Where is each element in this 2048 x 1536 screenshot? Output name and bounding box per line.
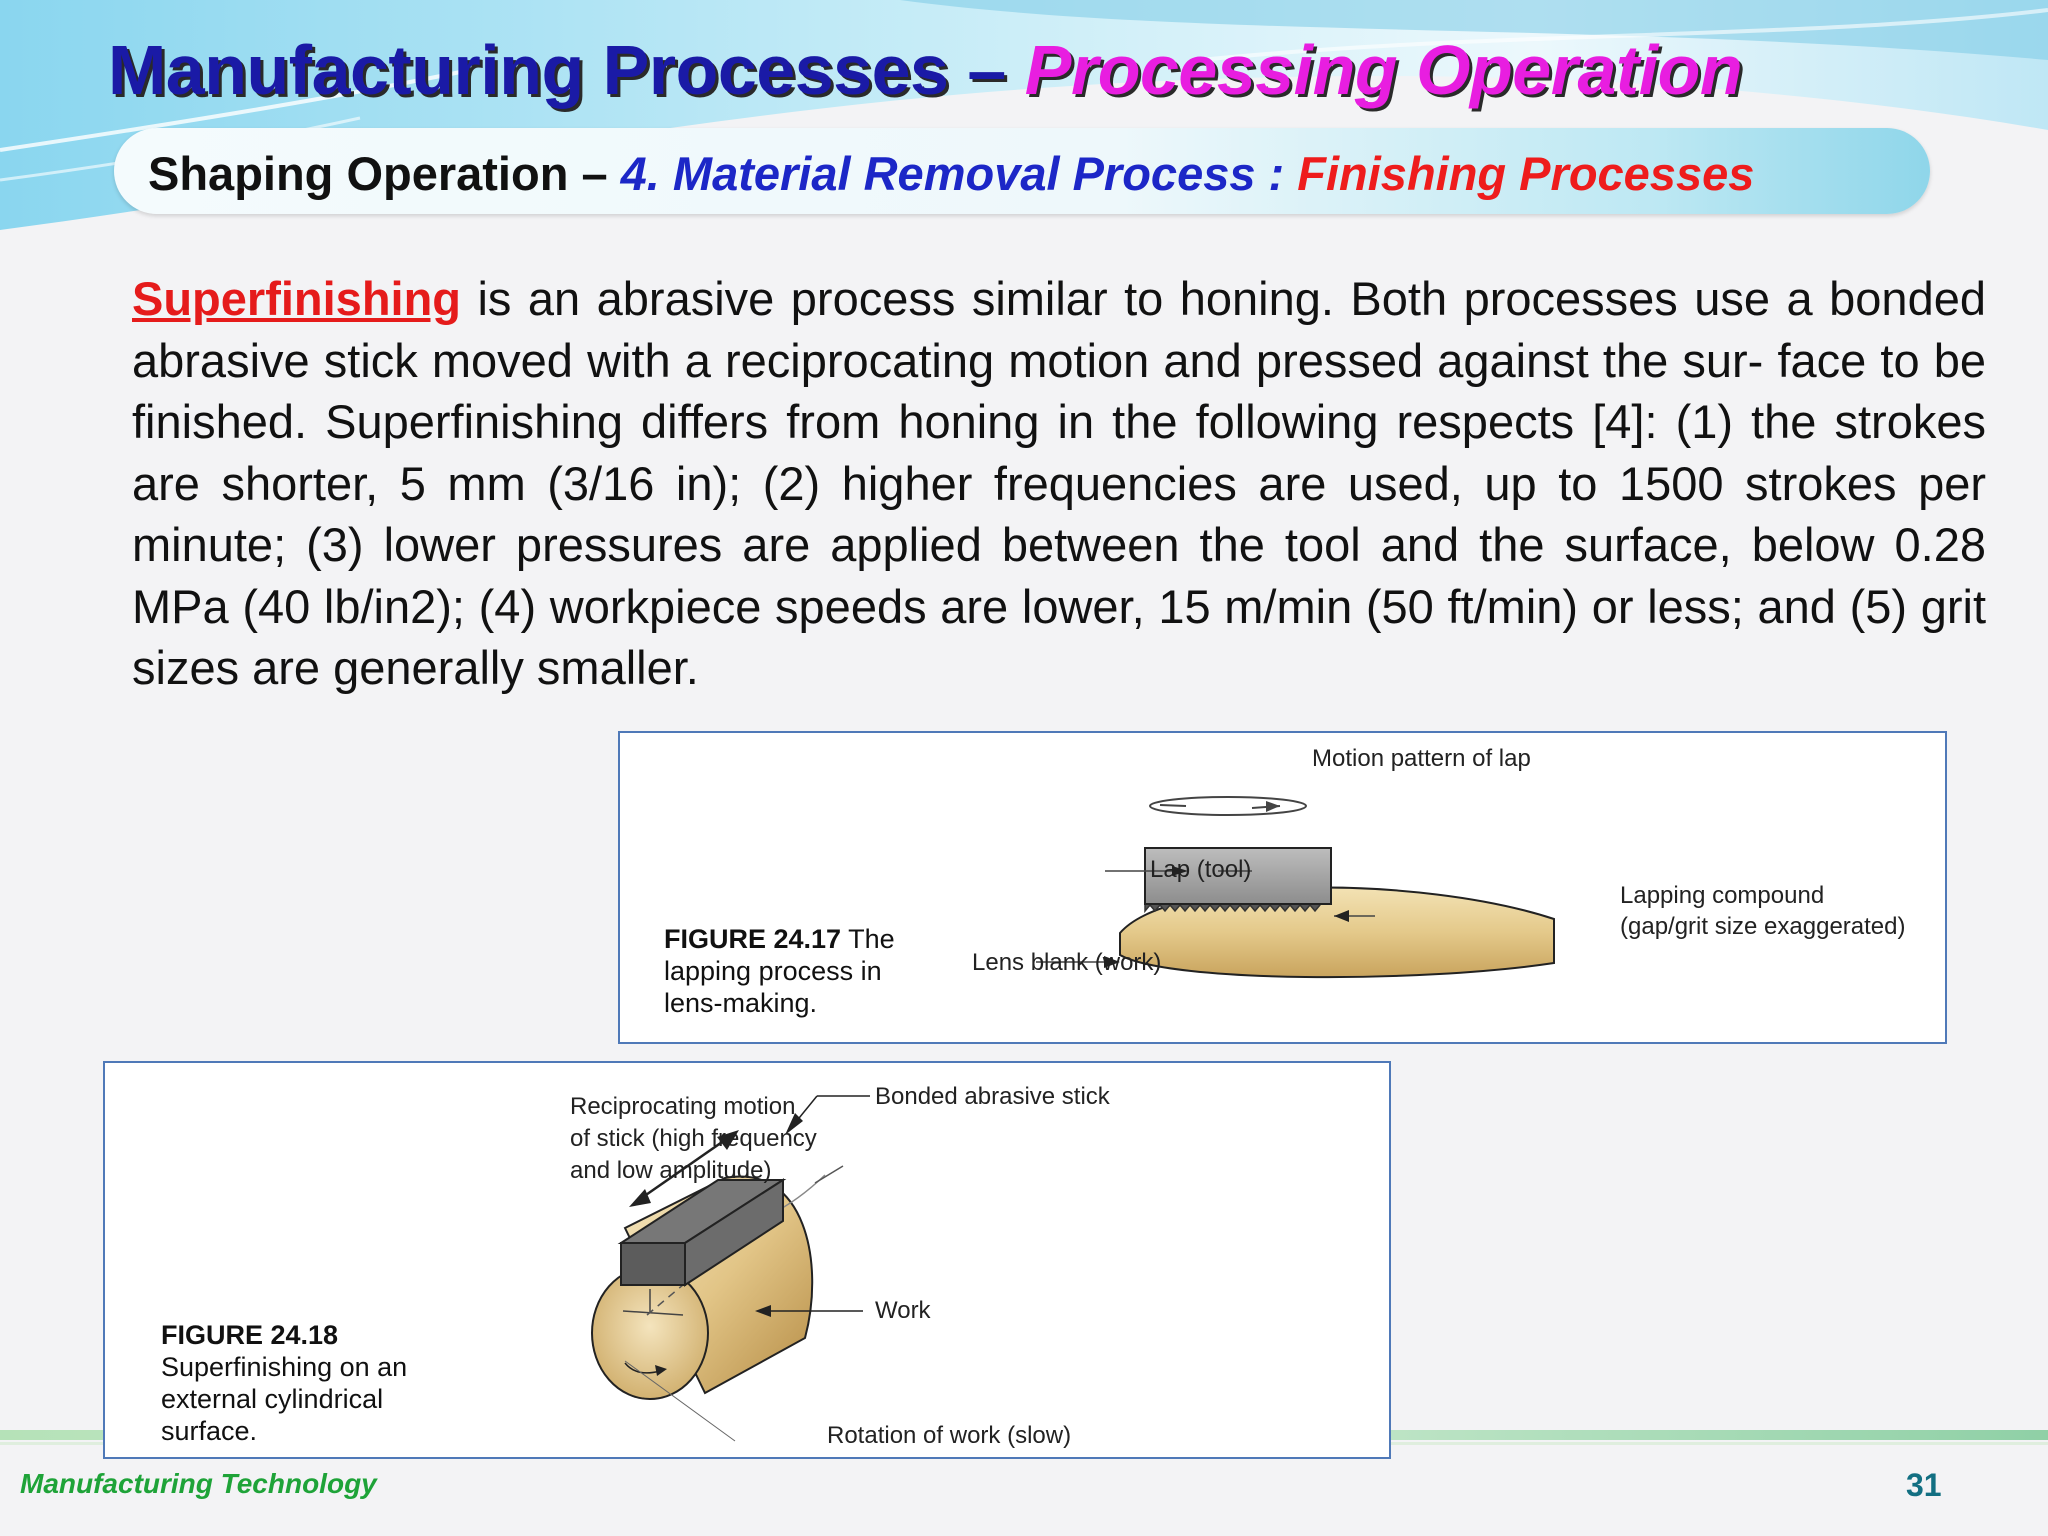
figure-lapping: Motion pattern of lap Lap (tool) Lapping… <box>618 731 1947 1044</box>
figure-1-caption: FIGURE 24.17 The lapping process in lens… <box>664 923 924 1019</box>
figure-superfinishing: Reciprocating motion of stick (high freq… <box>103 1061 1391 1459</box>
page-number: 31 <box>1906 1467 1942 1503</box>
label-lap-tool: Lap (tool) <box>1150 856 1252 883</box>
title-main: Manufacturing Processes – <box>108 31 1025 109</box>
label-lapping-compound: Lapping compound <box>1620 882 1825 909</box>
figure-1-number: FIGURE 24.17 <box>664 924 842 954</box>
subtitle-part-2: 4. Material Removal Process : <box>620 147 1298 200</box>
label-work: Work <box>875 1297 931 1324</box>
body-paragraph: Superfinishing is an abrasive process si… <box>132 268 1986 699</box>
label-rotation: Rotation of work (slow) <box>827 1422 1072 1449</box>
label-abrasive-stick: Bonded abrasive stick <box>875 1083 1110 1110</box>
label-lens-blank: Lens blank (work) <box>972 949 1162 976</box>
lap-tool <box>1144 847 1332 905</box>
keyword-superfinishing: Superfinishing <box>132 272 461 325</box>
slide-title: Manufacturing Processes – Processing Ope… <box>108 30 1743 110</box>
label-motion-pattern: Motion pattern of lap <box>1312 745 1531 772</box>
superfinishing-diagram <box>591 1095 870 1442</box>
label-gap-size: (gap/grit size exaggerated) <box>1620 913 1906 940</box>
body-text: is an abrasive process similar to honing… <box>132 272 1986 694</box>
subtitle-part-1: Shaping Operation – <box>148 147 621 200</box>
label-reciprocating-3: and low amplitude) <box>570 1157 772 1184</box>
label-reciprocating-1: Reciprocating motion <box>570 1093 796 1120</box>
figure-1-text: The lapping process in lens-making. <box>664 924 895 1018</box>
lapping-diagram <box>1036 796 1555 979</box>
title-accent: Processing Operation <box>1024 31 1743 109</box>
figure-2-text: Superfinishing on an external cylindrica… <box>161 1352 408 1446</box>
footer-course-name: Manufacturing Technology <box>20 1468 377 1499</box>
label-reciprocating-2: of stick (high frequency <box>570 1125 817 1152</box>
figure-2-number: FIGURE 24.18 <box>161 1320 339 1350</box>
subtitle-banner <box>114 128 1930 214</box>
subtitle-part-3: Finishing Processes <box>1297 147 1755 200</box>
subtitle: Shaping Operation – 4. Material Removal … <box>148 146 1754 201</box>
